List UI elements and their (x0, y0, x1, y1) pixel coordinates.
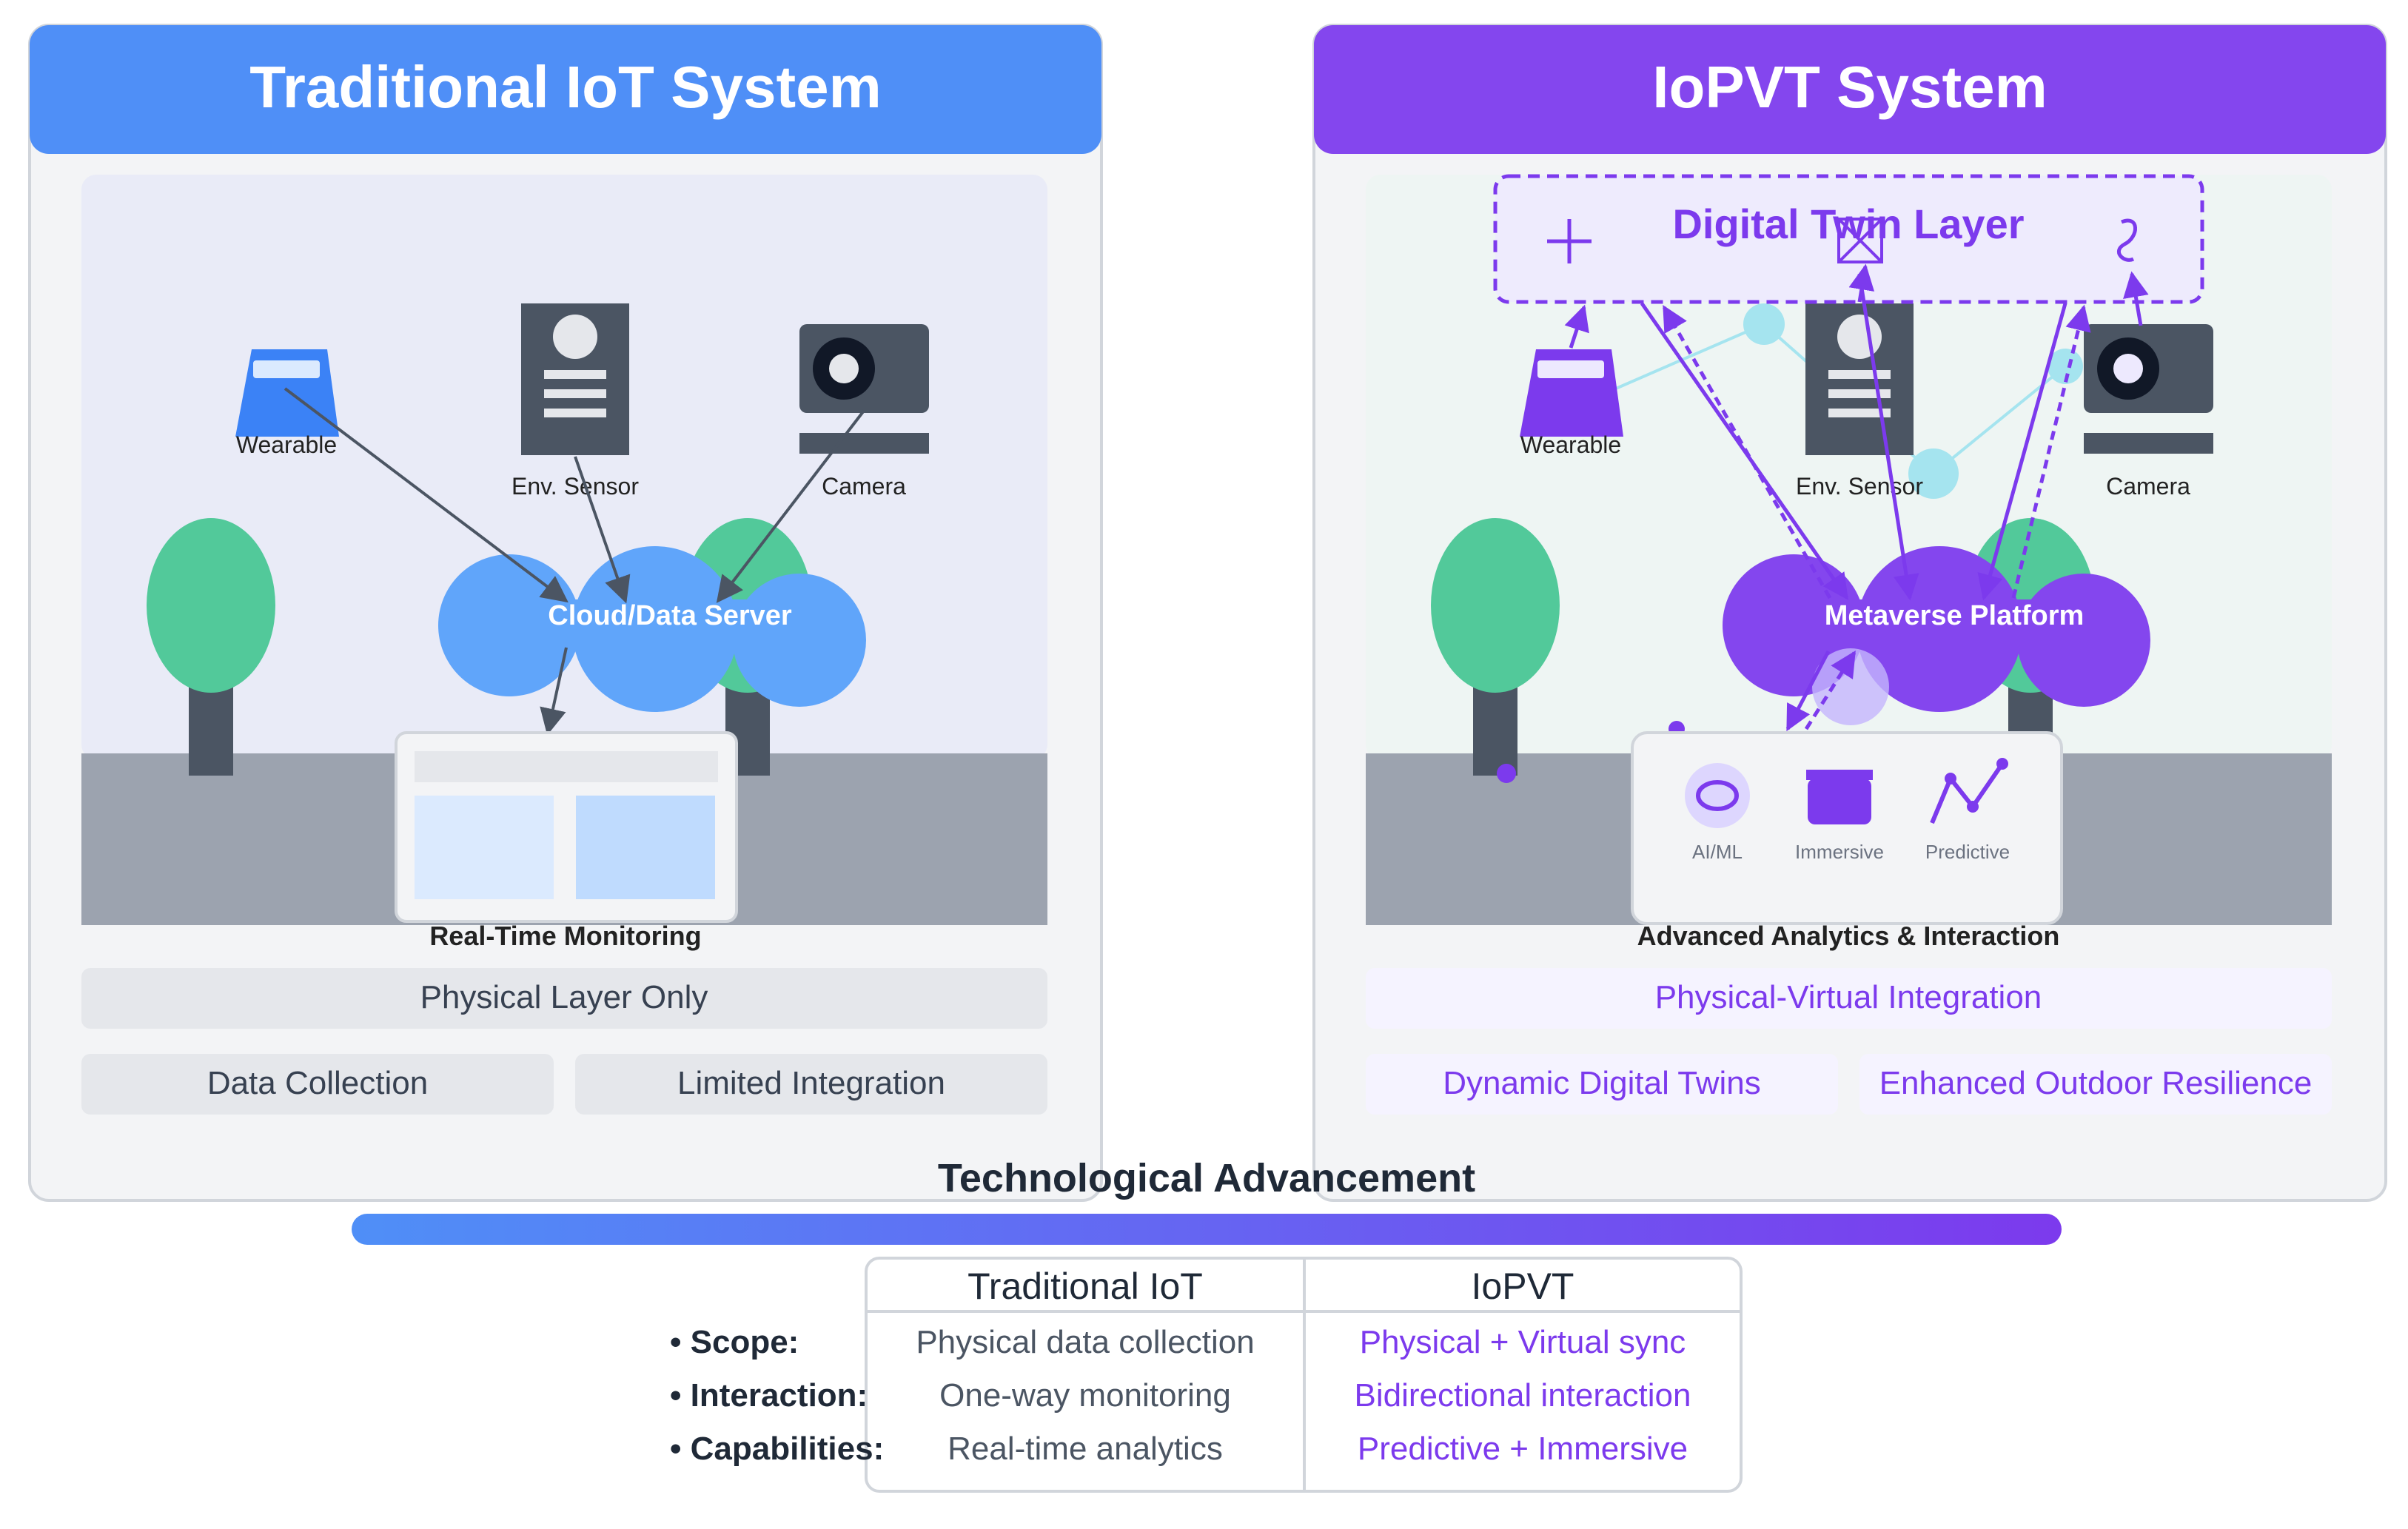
left-feature-box-2 (575, 1054, 1047, 1115)
arrow-cloud-to-dashboard (540, 647, 568, 736)
eye-icon (1696, 780, 1739, 811)
analytics-label: Advanced Analytics & Interaction (1637, 921, 2060, 951)
row-iopvt: Physical + Virtual sync (1360, 1324, 1686, 1360)
left-tree-1 (147, 518, 275, 693)
right-feature-box-1 (1366, 1054, 1838, 1115)
left-camera-device: Camera (799, 324, 929, 500)
left-hub-label: Cloud/Data Server (548, 600, 792, 631)
right-camera-label: Camera (2106, 473, 2190, 500)
row-traditional: Physical data collection (916, 1324, 1254, 1360)
left-env-sensor-device: Env. Sensor (512, 303, 639, 500)
headset-icon (1808, 779, 1871, 824)
digital-twin-layer: Digital Twin Layer (1493, 174, 2204, 304)
right-feature-1: Dynamic Digital Twins (1443, 1065, 1761, 1101)
advancement-label: Technological Advancement (938, 1156, 1475, 1200)
left-panel-header (30, 25, 1101, 154)
left-wearable-device: Wearable (235, 349, 339, 458)
traditional-iot-panel: Traditional IoT System Wearable Env. Sen… (28, 24, 1103, 1202)
left-panel-title: Traditional IoT System (249, 54, 882, 120)
left-camera-label: Camera (822, 473, 906, 500)
table-row: • Capabilities: Real-time analytics Pred… (670, 1431, 1688, 1467)
right-wearable-label: Wearable (1520, 431, 1621, 458)
analytics-item-label: AI/ML (1692, 841, 1743, 863)
plus-icon (1547, 219, 1592, 263)
table-header-iopvt: IoPVT (1472, 1266, 1574, 1307)
ai-ml-item: AI/ML (1685, 763, 1750, 863)
cross-box-icon (1837, 218, 1883, 263)
arrow-wearable-to-cloud (284, 387, 569, 603)
right-env-sensor-label: Env. Sensor (1796, 473, 1923, 500)
analytics-item-label: Immersive (1795, 841, 1884, 863)
table-header-traditional: Traditional IoT (967, 1266, 1203, 1307)
right-feature-2: Enhanced Outdoor Resilience (1879, 1065, 2313, 1101)
analytics-card: AI/ML Immersive Predictive (1631, 731, 2063, 925)
right-camera-device: Camera (2084, 324, 2213, 500)
table-row: • Interaction: One-way monitoring Bidire… (670, 1377, 1691, 1414)
virtual-network (1576, 303, 2083, 499)
left-wearable-label: Wearable (236, 431, 337, 458)
row-iopvt: Bidirectional interaction (1355, 1377, 1691, 1414)
right-layer-label: Physical-Virtual Integration (1655, 979, 2042, 1015)
row-label: • Scope: (670, 1324, 799, 1360)
row-traditional: One-way monitoring (939, 1377, 1231, 1414)
arrow-sensor-to-cloud (574, 456, 631, 604)
right-panel-title: IoPVT System (1652, 54, 2048, 120)
analytics-item-label: Predictive (1925, 841, 2010, 863)
arrow-camera-to-cloud (716, 409, 865, 603)
predictive-item: Predictive (1925, 758, 2010, 863)
right-layer-box (1366, 968, 2332, 1029)
advancement-bar (352, 1214, 2062, 1245)
row-label: • Interaction: (670, 1377, 868, 1414)
twin-layer-label: Digital Twin Layer (1672, 201, 2024, 247)
left-layer-label: Physical Layer Only (420, 979, 708, 1015)
immersive-item: Immersive (1795, 770, 1884, 863)
left-layer-box (81, 968, 1047, 1029)
squiggle-icon (2117, 218, 2137, 262)
right-hub-label: Metaverse Platform (1825, 600, 2085, 631)
right-wearable-device: Wearable (1520, 349, 1623, 458)
left-feature-box-1 (81, 1054, 554, 1115)
left-cloud-server: Cloud/Data Server (438, 546, 866, 712)
left-feature-1: Data Collection (207, 1065, 428, 1101)
trend-line-icon (1930, 762, 2005, 824)
row-traditional: Real-time analytics (948, 1431, 1223, 1467)
iopvt-panel: IoPVT System Wearable (1312, 24, 2387, 1202)
right-feature-box-2 (1859, 1054, 2332, 1115)
comparison-table: Traditional IoT IoPVT • Scope: Physical … (670, 1257, 1743, 1493)
left-feature-2: Limited Integration (677, 1065, 945, 1101)
right-tree-1 (1431, 518, 1560, 693)
left-env-sensor-label: Env. Sensor (512, 473, 639, 500)
monitoring-dashboard (395, 731, 738, 923)
row-label: • Capabilities: (670, 1431, 884, 1467)
dashboard-label: Real-Time Monitoring (429, 921, 701, 951)
bidirectional-links (1564, 263, 2149, 732)
table-row: • Scope: Physical data collection Physic… (670, 1324, 1686, 1360)
right-panel-header (1314, 25, 2386, 154)
row-iopvt: Predictive + Immersive (1358, 1431, 1688, 1467)
